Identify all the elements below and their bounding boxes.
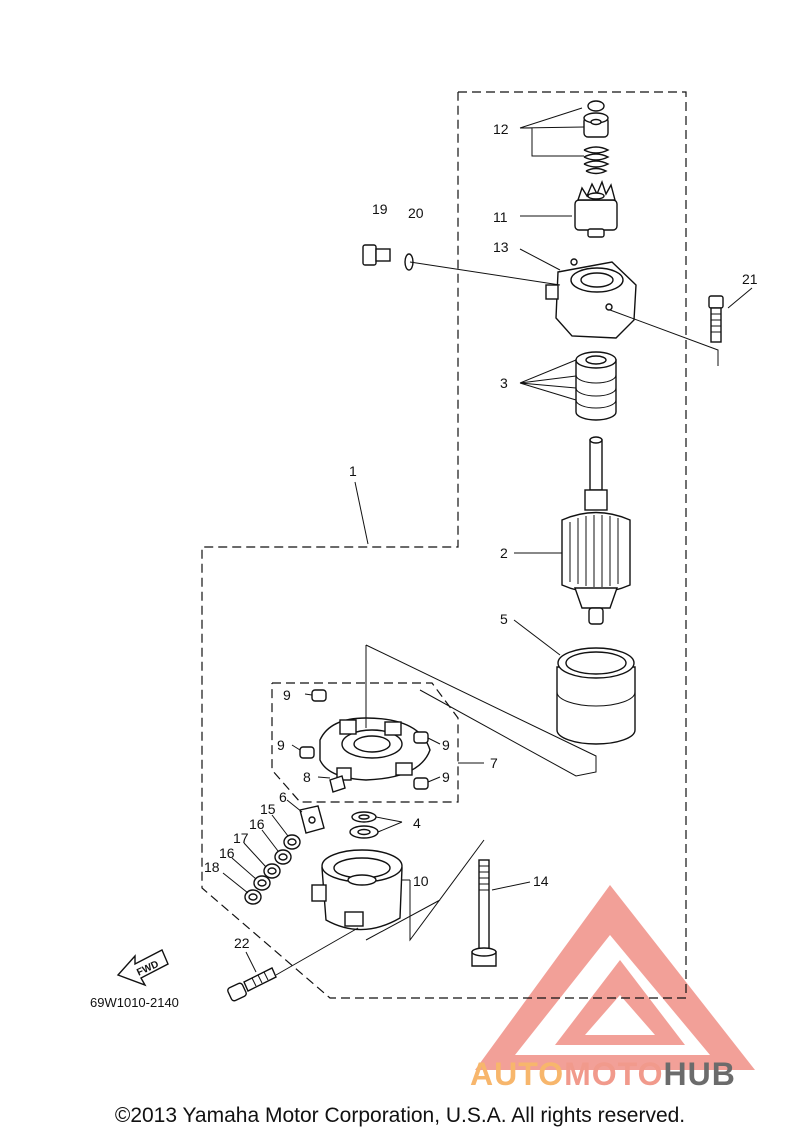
fwd-arrow-icon <box>116 949 169 987</box>
callout-7: 7 <box>490 755 498 771</box>
part-11-pinion <box>574 180 618 238</box>
part-6-plate <box>299 805 325 834</box>
parts-15-18-washers-nuts <box>244 834 301 905</box>
assembly-boundary <box>201 91 687 999</box>
callout-5: 5 <box>500 611 508 627</box>
part-21-bolt <box>708 295 724 343</box>
part-4-washers <box>349 811 379 839</box>
callout-19: 19 <box>372 201 388 217</box>
part-7-brush-holder <box>319 717 431 781</box>
callout-4: 4 <box>413 815 421 831</box>
copyright-notice: ©2013 Yamaha Motor Corporation, U.S.A. A… <box>114 1104 686 1127</box>
drawing-code: 69W1010-2140 <box>90 995 179 1010</box>
watermark-auto: AUTO <box>470 1056 565 1092</box>
callout-1: 1 <box>349 463 357 479</box>
brush-holder-boundary <box>271 682 459 803</box>
part-12-pinion-stopper <box>583 100 610 175</box>
part-10-lower-bracket <box>311 849 403 931</box>
callout-15: 15 <box>260 801 276 817</box>
callout-9-left: 9 <box>277 737 285 753</box>
part-9-brush-springs <box>299 689 429 790</box>
watermark-text: AUTOMOTOHUB <box>470 1056 736 1093</box>
leader-lines <box>222 107 753 976</box>
automotohub-logo-icon <box>475 885 755 1070</box>
watermark-hub: HUB <box>663 1056 736 1092</box>
part-2-armature <box>561 436 631 625</box>
callout-16-upper: 16 <box>249 816 265 832</box>
part-14-through-bolt <box>471 859 497 967</box>
callout-21: 21 <box>742 271 758 287</box>
callout-22: 22 <box>234 935 250 951</box>
callout-labels: 12 11 19 20 13 21 3 1 2 5 9 9 9 9 8 7 6 … <box>135 121 758 979</box>
part-3-shims <box>575 351 617 421</box>
callout-3: 3 <box>500 375 508 391</box>
callout-12: 12 <box>493 121 509 137</box>
part-22-bolt <box>227 967 277 1002</box>
callout-17: 17 <box>233 830 249 846</box>
callout-8: 8 <box>303 769 311 785</box>
callout-14: 14 <box>533 873 549 889</box>
callout-18: 18 <box>204 859 220 875</box>
part-8-terminal <box>329 767 352 793</box>
callout-13: 13 <box>493 239 509 255</box>
callout-10: 10 <box>413 873 429 889</box>
callout-16-lower: 16 <box>219 845 235 861</box>
callout-9-top: 9 <box>283 687 291 703</box>
callout-9-right: 9 <box>442 737 450 753</box>
callout-11: 11 <box>493 209 508 225</box>
part-13-upper-bracket <box>545 258 637 339</box>
callout-2: 2 <box>500 545 508 561</box>
part-5-yoke <box>556 647 636 745</box>
callout-6: 6 <box>279 789 287 805</box>
watermark-moto: MOTO <box>564 1056 664 1092</box>
part-19-bolt <box>362 244 391 266</box>
callout-9-bottom: 9 <box>442 769 450 785</box>
callout-20: 20 <box>408 205 424 221</box>
